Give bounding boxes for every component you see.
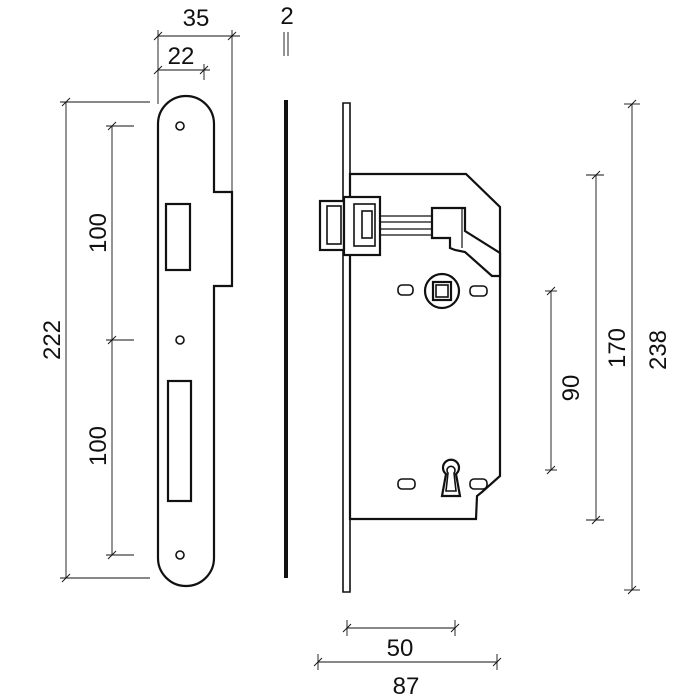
dimension-label-238: 238 [645, 330, 672, 370]
lock-case [348, 172, 502, 521]
dimension-plate-thickness: 2 [280, 3, 294, 56]
dimension-faceplate-width: 35 [153, 5, 240, 192]
strike-plate [156, 94, 234, 588]
upper-right-fixing-slot [469, 285, 488, 297]
plate-side-view [284, 100, 288, 578]
dimension-label-170: 170 [604, 328, 631, 368]
dimension-label-22: 22 [168, 43, 195, 70]
dimension-label-35: 35 [183, 5, 210, 32]
strike-middle-screw-hole [175, 335, 185, 345]
dimension-case-depth: 87 [313, 654, 502, 700]
dimension-label-90: 90 [558, 375, 585, 402]
dimension-label-100-upper: 100 [85, 213, 112, 253]
strike-latch-opening [164, 202, 192, 272]
dimension-screw-spacing: 100 100 [85, 121, 134, 560]
dimension-hole-spacing: 90 [545, 286, 585, 475]
dimension-faceplate-length: 222 [39, 97, 150, 583]
strike-top-screw-hole [175, 121, 185, 131]
upper-left-fixing-slot [397, 284, 414, 296]
lower-right-fixing-slot [469, 478, 488, 490]
latch-bolt-inner [326, 205, 342, 245]
dimension-faceplate-inner-width: 22 [153, 43, 210, 80]
lock-body [318, 102, 502, 593]
dimension-plate-length: 238 [624, 99, 672, 595]
dimension-case-height: 170 [586, 170, 631, 525]
dimension-label-222: 222 [39, 320, 66, 360]
lower-left-fixing-slot [397, 478, 416, 490]
latch-cam [430, 206, 502, 278]
dimension-label-87: 87 [393, 673, 420, 700]
dimension-backset: 50 [342, 620, 460, 662]
keyhole-icon [440, 458, 462, 498]
dimension-label-50: 50 [387, 635, 414, 662]
dimension-label-100-lower: 100 [85, 426, 112, 466]
dimension-label-2: 2 [280, 3, 293, 30]
strike-bottom-screw-hole [175, 550, 185, 560]
strike-bolt-opening [166, 379, 193, 503]
